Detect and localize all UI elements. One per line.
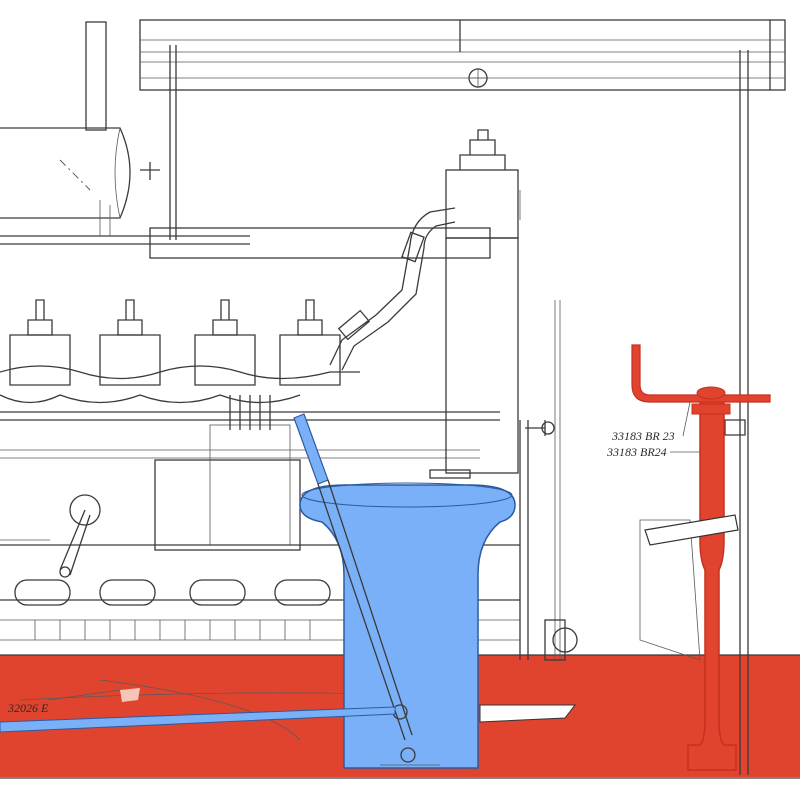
part-label-left: 32026 E bbox=[7, 701, 49, 715]
cylinder-heads bbox=[9, 299, 341, 386]
part-callouts: 33183 BR 23 33183 BR24 32026 E bbox=[7, 401, 700, 715]
part-label-bottom: 33183 BR24 bbox=[606, 445, 667, 459]
crankcase-ports bbox=[14, 579, 331, 606]
frame-posts-right bbox=[519, 300, 746, 661]
blue-steering-pedestal bbox=[0, 413, 516, 769]
fuel-pipe bbox=[329, 207, 456, 371]
expansion-tank bbox=[429, 129, 521, 479]
exhaust-silencer bbox=[0, 21, 250, 245]
red-brake-column bbox=[631, 344, 771, 771]
part-label-top: 33183 BR 23 bbox=[611, 429, 675, 443]
overhead-gantry-beam bbox=[139, 19, 786, 775]
